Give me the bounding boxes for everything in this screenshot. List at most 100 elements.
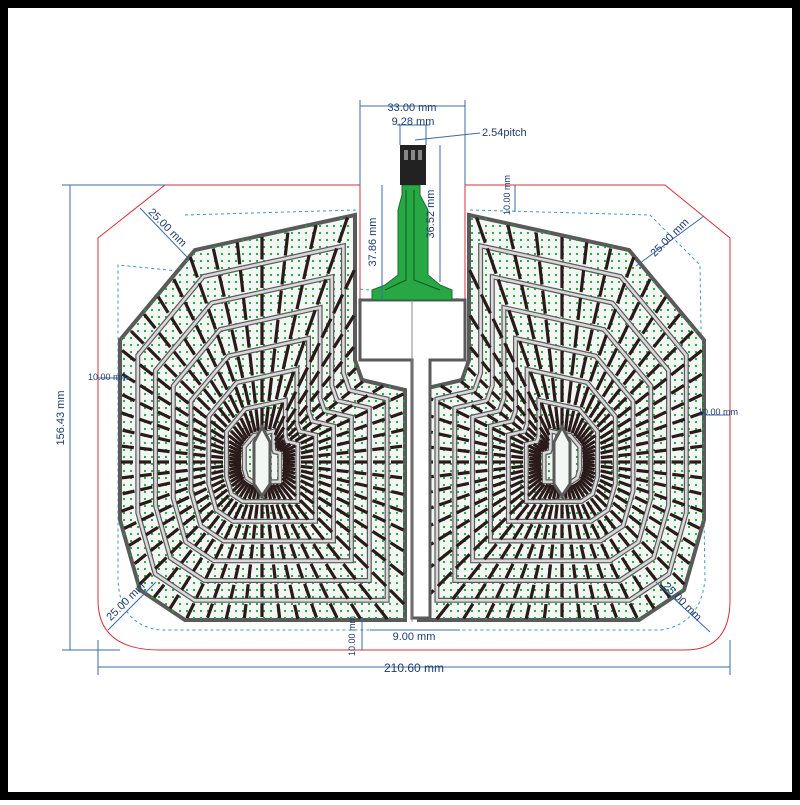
sensor-bar (498, 411, 510, 421)
sensor-dot (304, 224, 308, 228)
sensor-dot (164, 490, 168, 494)
sensor-dot (227, 378, 231, 382)
sensor-bar (582, 452, 596, 459)
sensor-dot (381, 616, 385, 620)
sensor-dot (185, 546, 189, 550)
sensor-dot (533, 329, 537, 333)
sensor-dot (526, 567, 530, 571)
sensor-dot (346, 448, 350, 452)
sensor-dot (234, 308, 238, 312)
sensor-dot (248, 385, 252, 389)
sensor-dot (652, 525, 656, 529)
sensor-bar (336, 468, 349, 474)
sensor-bar (228, 467, 242, 476)
sensor-bar (468, 269, 481, 290)
sensor-dot (505, 287, 509, 291)
sensor-bar (371, 548, 387, 562)
sensor-dot (178, 476, 182, 480)
sensor-dot (234, 399, 238, 403)
sensor-dot (575, 371, 579, 375)
sensor-dot (498, 602, 502, 606)
sensor-dot (680, 329, 684, 333)
sensor-bar (211, 454, 224, 460)
sensor-dot (339, 217, 343, 221)
sensor-bar (254, 504, 259, 519)
sensor-dot (227, 294, 231, 298)
sensor-dot (129, 441, 133, 445)
sensor-dot (402, 441, 406, 445)
sensor-dot (568, 287, 572, 291)
sensor-dot (673, 483, 677, 487)
sensor-bar (274, 524, 282, 540)
sensor-dot (547, 476, 551, 480)
sensor-bar (300, 448, 314, 455)
sensor-dot (395, 420, 399, 424)
sensor-dot (596, 315, 600, 319)
sensor-dot (283, 595, 287, 599)
sensor-dot (395, 511, 399, 515)
sensor-dot (248, 273, 252, 277)
sensor-bar (192, 556, 204, 573)
sensor-dot (456, 609, 460, 613)
sensor-dot (206, 329, 210, 333)
sensor-dot (213, 378, 217, 382)
sensor-dot (360, 602, 364, 606)
sensor-dot (533, 602, 537, 606)
sensor-dot (533, 609, 537, 613)
sensor-dot (353, 406, 357, 410)
sensor-dot (533, 546, 537, 550)
sensor-dot (463, 532, 467, 536)
sensor-bar (619, 582, 629, 599)
sensor-dot (290, 602, 294, 606)
sensor-bar (122, 489, 135, 496)
sensor-dot (526, 574, 530, 578)
sensor-dot (241, 567, 245, 571)
sensor-dot (332, 231, 336, 235)
sensor-dot (624, 602, 628, 606)
sensor-dot (568, 511, 572, 515)
sensor-dot (171, 329, 175, 333)
sensor-bar (389, 589, 406, 606)
sensor-dot (652, 378, 656, 382)
sensor-dot (596, 574, 600, 578)
sensor-bar (300, 435, 315, 445)
sensor-dot (353, 532, 357, 536)
sensor-bar (596, 413, 611, 428)
sensor-dot (484, 511, 488, 515)
sensor-dot (498, 294, 502, 298)
sensor-dot (185, 525, 189, 529)
sensor-dot (255, 287, 259, 291)
sensor-dot (206, 287, 210, 291)
sensor-bar (606, 308, 618, 330)
sensor-bar (523, 523, 534, 540)
sensor-dot (157, 539, 161, 543)
sensor-dot (346, 616, 350, 620)
sensor-dot (519, 259, 523, 263)
sensor-dot (227, 567, 231, 571)
sensor-dot (652, 392, 656, 396)
sensor-dot (360, 504, 364, 508)
sensor-dot (547, 322, 551, 326)
sensor-dot (395, 504, 399, 508)
sensor-dot (192, 616, 196, 620)
sensor-dot (185, 455, 189, 459)
sensor-dot (213, 280, 217, 284)
sensor-dot (178, 266, 182, 270)
sensor-dot (178, 322, 182, 326)
sensor-bar (229, 429, 245, 445)
sensor-dot (582, 574, 586, 578)
sensor-bar (309, 603, 319, 619)
sensor-bar (618, 436, 632, 444)
sensor-dot (505, 357, 509, 361)
sensor-bar (233, 523, 242, 540)
sensor-dot (582, 385, 586, 389)
sensor-bar (617, 532, 630, 547)
sensor-dot (248, 546, 252, 550)
sensor-dot (311, 329, 315, 333)
sensor-dot (575, 238, 579, 242)
sensor-dot (498, 301, 502, 305)
sensor-dot (136, 553, 140, 557)
sensor-dot (477, 455, 481, 459)
sensor-bar (217, 371, 229, 391)
